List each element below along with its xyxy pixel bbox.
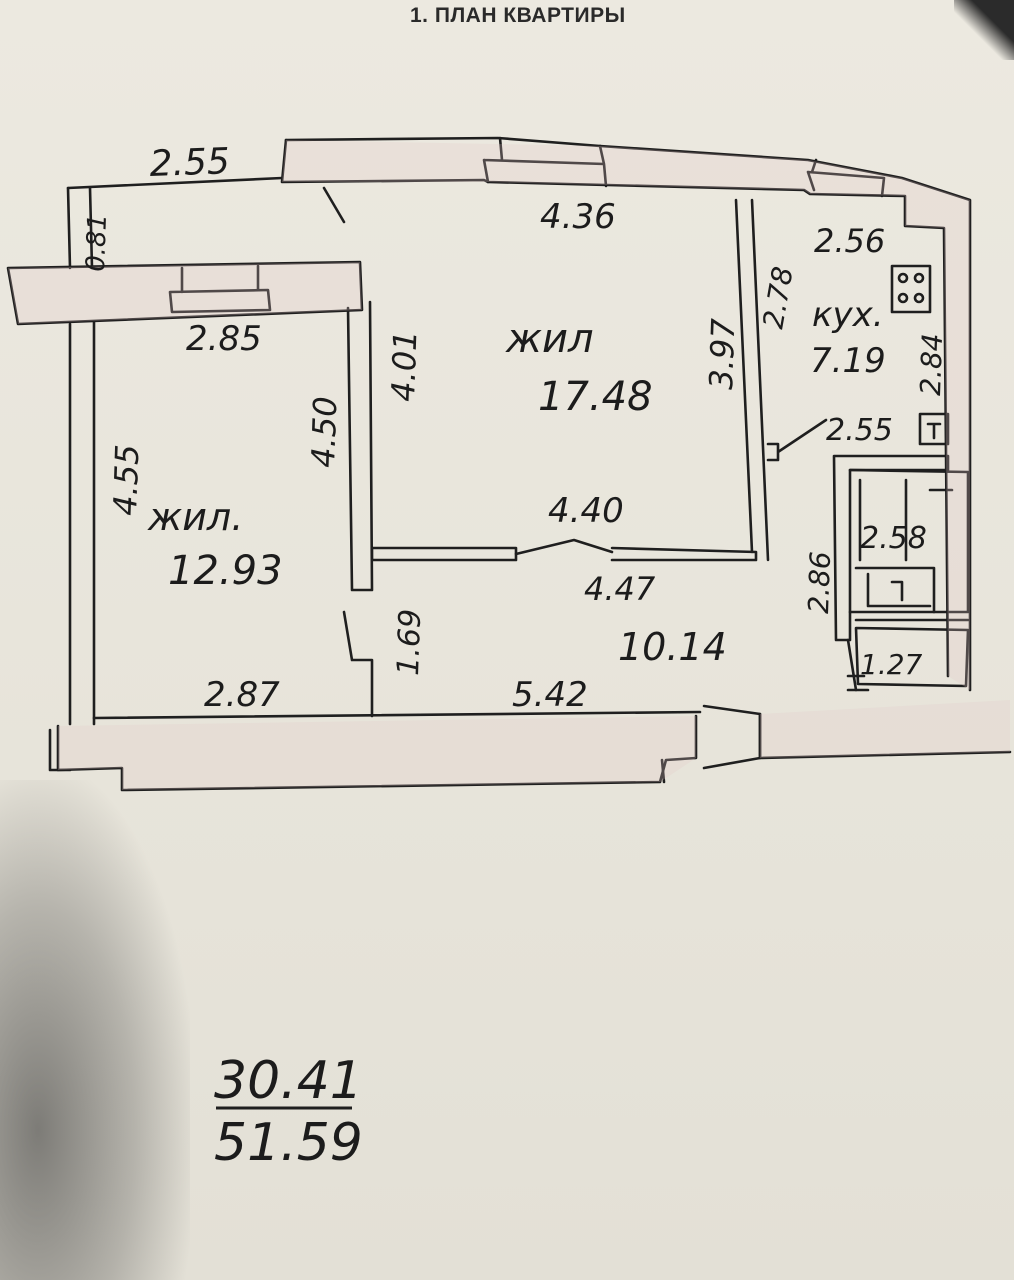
partition-left-1 [346, 300, 374, 592]
dim-kitchen-right: 2.84 [914, 333, 949, 396]
dim-big-bottom: 4.40 [548, 491, 624, 531]
left-window [168, 264, 272, 314]
dim-left-room-bottom: 2.87 [204, 675, 280, 715]
finger-shadow [0, 780, 190, 1280]
dim-hall-right: 2.86 [802, 551, 837, 614]
wall-bottom-inner [92, 710, 702, 720]
page-title: 1. ПЛАН КВАРТИРЫ [410, 4, 626, 27]
bath-inner [848, 468, 970, 614]
wall-big-right [734, 198, 754, 554]
dim-big-right: 3.97 [702, 317, 742, 390]
dim-bath: 2.58 [860, 521, 927, 556]
dim-left-room-right: 4.50 [304, 396, 344, 469]
room-small-area: 12.93 [168, 548, 283, 594]
wall-left-stub [66, 186, 72, 270]
room-big-label: жил [505, 316, 594, 362]
wall-top-left [66, 176, 284, 190]
wall-big-bottom [370, 546, 518, 562]
dim-top-big: 4.36 [540, 197, 616, 237]
total-area: 51.59 [214, 1113, 363, 1173]
dim-closet: 1.69 [391, 608, 428, 676]
top-window-2 [806, 158, 886, 198]
corner-shadow [954, 0, 1014, 60]
wc-block [854, 626, 970, 688]
wall-right-bottom [758, 712, 1012, 760]
dim-left-room-top: 2.85 [186, 319, 262, 359]
top-window-1 [482, 136, 608, 188]
room-small-label: жил. [147, 495, 243, 539]
wall-big-bottom-right [610, 546, 758, 562]
room-big-area: 17.48 [538, 374, 653, 420]
dim-left-room-left: 4.55 [106, 444, 146, 517]
dim-top-kitchen: 2.56 [814, 222, 885, 260]
wall-left-stub-inner [88, 186, 94, 270]
wall-top-outer-line [284, 136, 972, 692]
dim-top-left: 2.55 [149, 141, 231, 185]
dim-stub: 0.81 [81, 213, 113, 272]
entry-door [702, 704, 762, 770]
kitchen-label: кух. [812, 295, 884, 335]
total-living: 30.41 [214, 1051, 363, 1111]
dim-wc: 1.27 [860, 648, 923, 681]
dim-kitchen-mid: 2.55 [826, 413, 893, 448]
dim-hall-top: 4.47 [584, 570, 656, 608]
bath-fixture [854, 478, 954, 614]
wall-top-outer [280, 138, 950, 678]
door-big [514, 538, 614, 556]
wall-fill [8, 140, 1010, 790]
stove [890, 264, 932, 314]
dim-partition-top: 4.01 [384, 330, 424, 403]
dim-hall-bottom: 5.42 [512, 675, 588, 715]
wall-left-room-top [6, 260, 364, 326]
kitchen-area: 7.19 [810, 341, 886, 381]
kitchen-sink [918, 412, 950, 446]
wall-bottom-tick [660, 758, 666, 784]
closet [342, 610, 374, 718]
kitchen-door [766, 418, 828, 462]
wall-big-right-2 [750, 198, 770, 562]
wall-bottom-left-cap [48, 728, 72, 772]
hall-area: 10.14 [618, 625, 727, 669]
wc-door [846, 638, 866, 692]
door-line-top [322, 186, 346, 224]
dim-kitchen-left: 2.78 [756, 264, 799, 331]
